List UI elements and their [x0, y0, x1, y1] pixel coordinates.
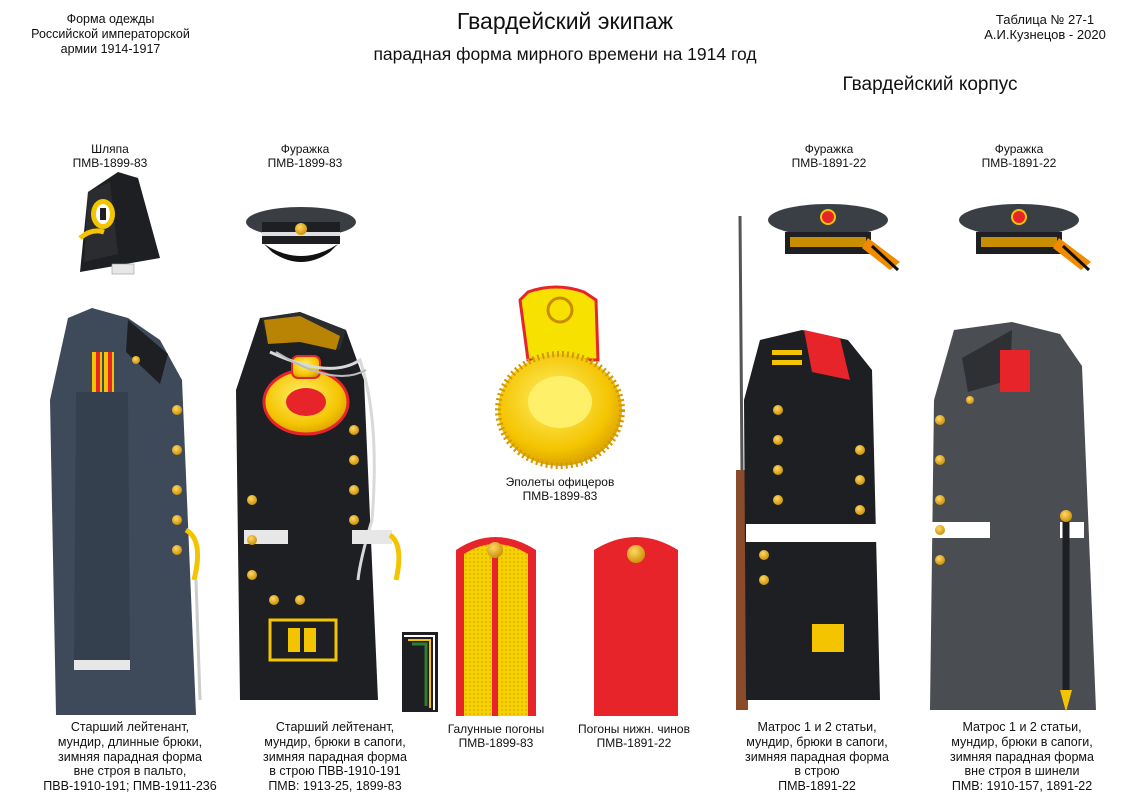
lower-ranks-name: Погоны нижн. чинов: [578, 722, 690, 736]
headwear-label-2: Фуражка ПМВ-1899-83: [250, 142, 360, 170]
headwear-4-code: ПМВ-1891-22: [981, 156, 1057, 171]
figure-officer-greatcoat: [50, 308, 202, 715]
figure-4-caption: Матрос 1 и 2 статьи, мундир, брюки в сап…: [950, 720, 1094, 793]
figure-2-caption: Старший лейтенант, мундир, брюки в сапог…: [263, 720, 407, 793]
galloon-name: Галунные погоны: [447, 722, 545, 736]
header-left-block: Форма одежды Российской императорской ар…: [18, 12, 203, 56]
galloon-label: Галунные погоны ПМВ-1899-83: [440, 722, 552, 750]
page-subtitle: парадная форма мирного времени на 1914 г…: [373, 44, 757, 64]
figure-1-caption: Старший лейтенант, мундир, длинные брюки…: [43, 720, 217, 793]
lower-ranks-code: ПМВ-1891-22: [596, 736, 672, 751]
headwear-1-name: Шляпа: [91, 142, 129, 156]
galloon-shoulder-board: [456, 537, 536, 716]
header-left-line-1: Форма одежды: [66, 12, 155, 26]
epaulette-code: ПМВ-1899-83: [522, 489, 598, 504]
bicorne-hat: [78, 172, 160, 275]
headwear-3-code: ПМВ-1891-22: [791, 156, 867, 171]
figure-officer-tunic: [236, 312, 438, 712]
sailor-cap-2: [959, 204, 1091, 272]
table-number: Таблица № 27-1: [995, 12, 1095, 27]
author-line: А.И.Кузнецов - 2020: [984, 27, 1106, 43]
header-left-line-2: Российской императорской: [31, 26, 190, 41]
headwear-label-1: Шляпа ПМВ-1899-83: [55, 142, 165, 170]
epaulette-label: Эполеты офицеров ПМВ-1899-83: [490, 475, 630, 503]
sailor-cap-1: [768, 204, 900, 272]
lower-ranks-shoulder-board: [594, 537, 678, 716]
corps-label: Гвардейский корпус: [842, 74, 1018, 95]
figure-sailor-tunic: [736, 215, 880, 710]
headwear-2-code: ПМВ-1899-83: [267, 156, 343, 171]
headwear-label-4: Фуражка ПМВ-1891-22: [964, 142, 1074, 170]
figure-sailor-greatcoat: [930, 322, 1096, 712]
headwear-2-name: Фуражка: [280, 142, 330, 156]
galloon-code: ПМВ-1899-83: [458, 736, 534, 751]
headwear-4-name: Фуражка: [994, 142, 1044, 156]
lower-ranks-label: Погоны нижн. чинов ПМВ-1891-22: [566, 722, 702, 750]
headwear-3-name: Фуражка: [804, 142, 854, 156]
page-title: Гвардейский экипаж: [456, 8, 674, 34]
header-right-block: Таблица № 27-1 А.И.Кузнецов - 2020: [965, 12, 1125, 43]
figure-3-caption: Матрос 1 и 2 статьи, мундир, брюки в сап…: [745, 720, 889, 793]
officer-peaked-cap: [246, 207, 356, 262]
officer-epaulette: [495, 285, 625, 469]
headwear-1-code: ПМВ-1899-83: [72, 156, 148, 171]
header-left-line-3: армии 1914-1917: [60, 41, 161, 56]
headwear-label-3: Фуражка ПМВ-1891-22: [774, 142, 884, 170]
epaulette-name: Эполеты офицеров: [505, 475, 615, 489]
